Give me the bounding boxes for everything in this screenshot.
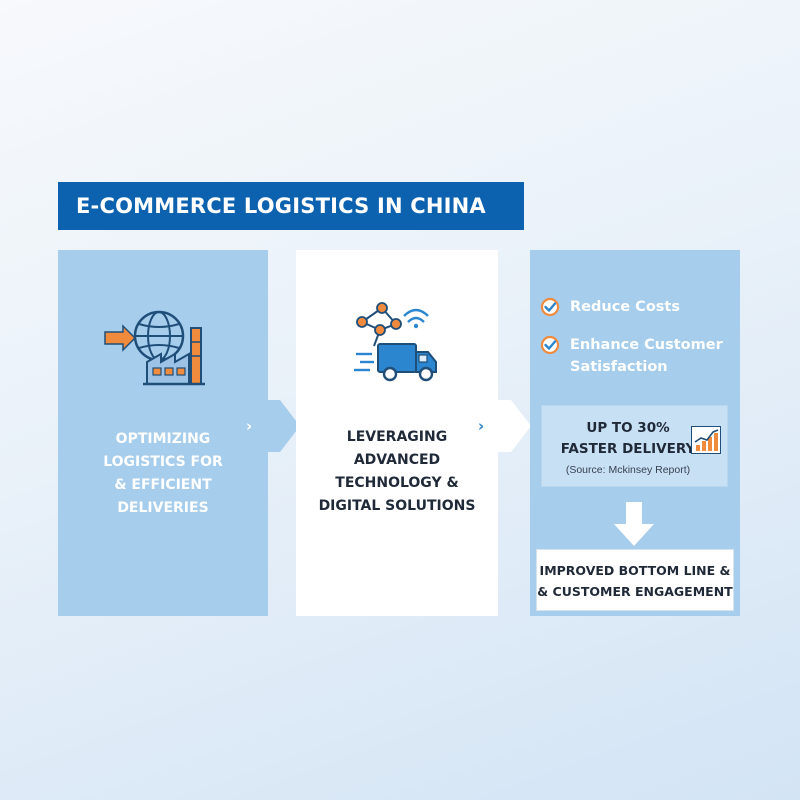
chevron-connector-2 [497, 400, 531, 452]
panel2-line: ADVANCED [353, 452, 441, 468]
chevron-connector-1 [266, 400, 300, 452]
page-title: E-COMMERCE LOGISTICS IN CHINA [58, 182, 524, 230]
stat-box: UP TO 30% FASTER DELIVERY (Source: Mckin… [541, 405, 728, 487]
panel1-line: & EFFICIENT [114, 477, 212, 493]
globe-factory-icon [104, 310, 205, 386]
check-circle-icon [540, 297, 560, 317]
stat-value: UP TO 30% [586, 420, 670, 436]
down-arrow-icon [614, 502, 654, 546]
panel1-line: DELIVERIES [117, 500, 209, 516]
bar-chart-trend-icon [691, 426, 721, 454]
result-line: IMPROVED BOTTOM LINE & [539, 563, 731, 578]
chevron-right-icon: › [478, 417, 485, 435]
chevron-right-icon: › [246, 417, 253, 435]
benefit-reduce-costs: Reduce Costs [540, 296, 680, 318]
panel1-line: LOGISTICS FOR [103, 454, 223, 470]
benefit-text: Reduce Costs [570, 299, 680, 315]
panel2-line: TECHNOLOGY & [335, 475, 459, 491]
panel-advanced-technology [296, 250, 498, 616]
benefit-customer-satisfaction: Enhance Customer Satisfaction [540, 334, 723, 378]
panel2-text: LEVERAGING ADVANCED TECHNOLOGY & DIGITAL… [296, 426, 498, 518]
panel1-text: OPTIMIZING LOGISTICS FOR & EFFICIENT DEL… [58, 428, 268, 520]
stat-source: (Source: Mckinsey Report) [565, 464, 691, 476]
stat-label: FASTER DELIVERY [560, 441, 696, 457]
result-box: IMPROVED BOTTOM LINE & & CUSTOMER ENGAGE… [536, 549, 734, 611]
panel2-line: DIGITAL SOLUTIONS [318, 498, 476, 514]
panel1-line: OPTIMIZING [115, 431, 211, 447]
benefit-text: Satisfaction [570, 359, 668, 375]
network-delivery-truck-icon [354, 302, 437, 382]
benefit-text: Enhance Customer [570, 337, 723, 353]
check-circle-icon [540, 335, 560, 355]
result-line: & CUSTOMER ENGAGEMENT [537, 584, 733, 599]
panel2-line: LEVERAGING [346, 429, 448, 445]
panel-optimizing-logistics [58, 250, 268, 616]
